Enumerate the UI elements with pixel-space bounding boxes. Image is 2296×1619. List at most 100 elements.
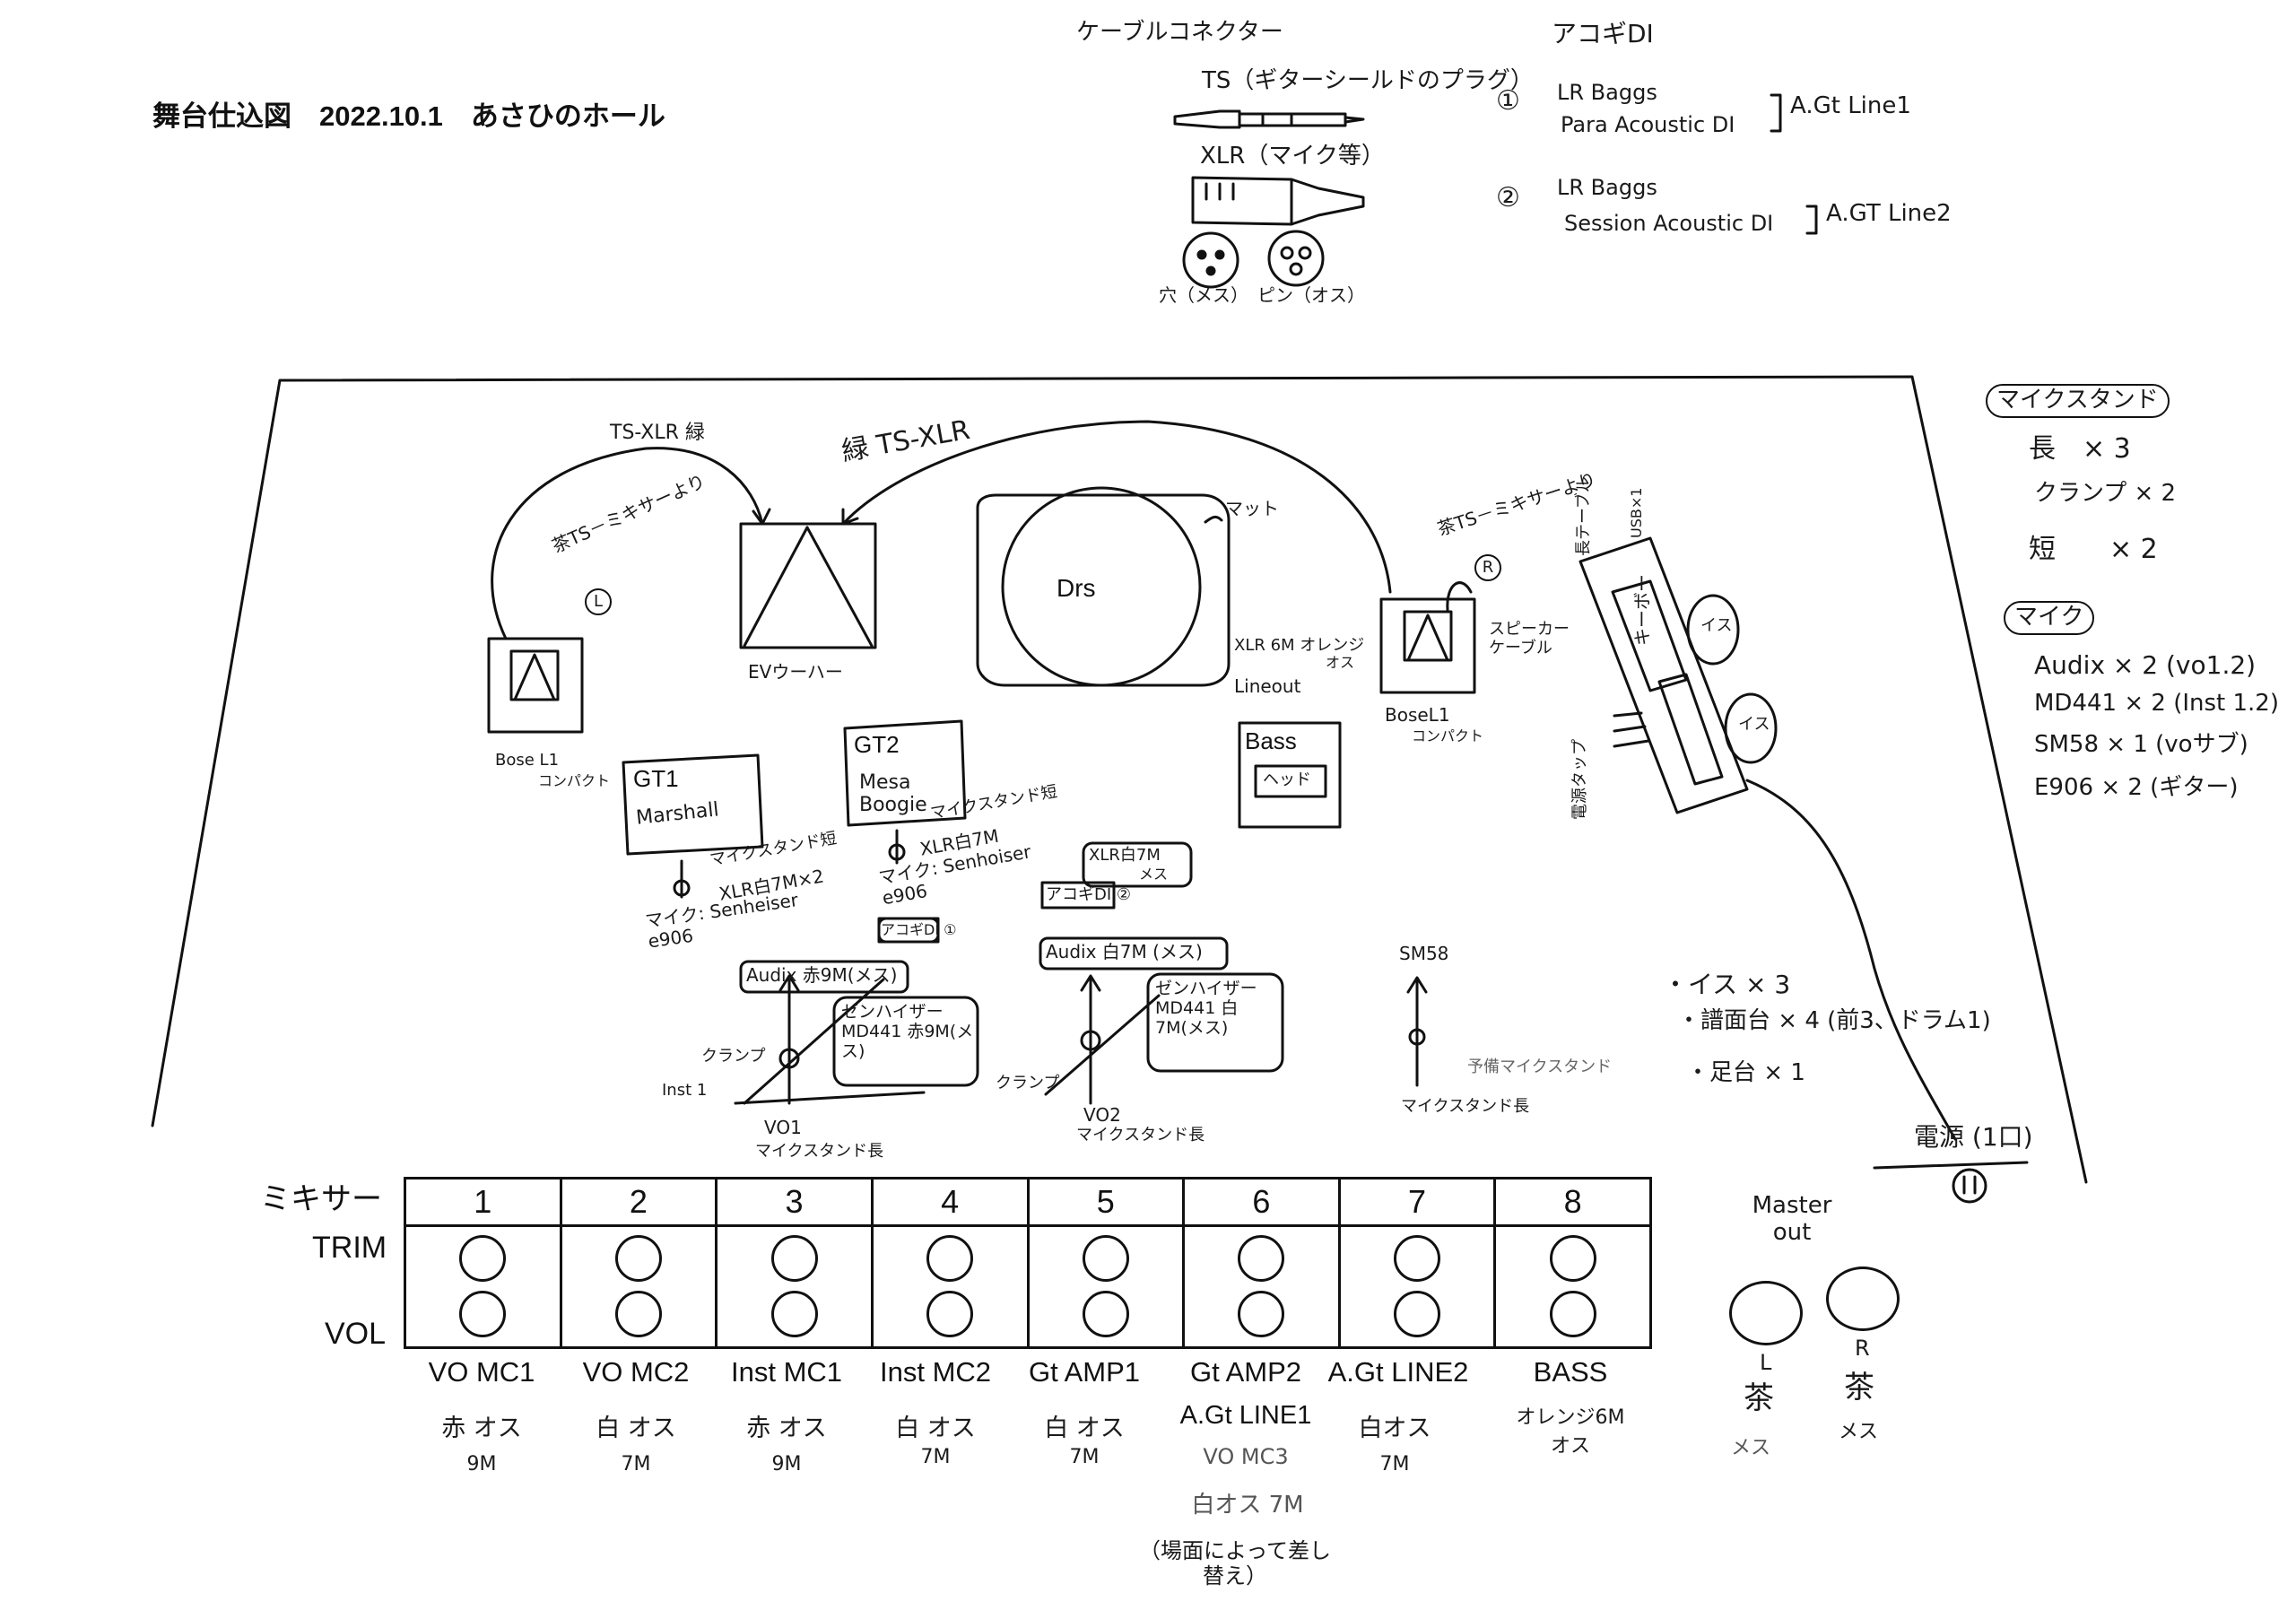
- xlr-white-7m-label: XLR白7M: [1089, 846, 1161, 865]
- master-out-l-sex: メス: [1731, 1437, 1771, 1459]
- bose-left-speaker: [487, 637, 584, 734]
- vol-knob[interactable]: [1394, 1291, 1441, 1337]
- trim-knob[interactable]: [1082, 1235, 1129, 1282]
- drums-label: Drs: [1057, 574, 1096, 602]
- mixer-vol-label: VOL: [325, 1317, 387, 1351]
- vol-knob[interactable]: [926, 1291, 974, 1337]
- sm58-stand-label: マイクスタンド長: [1401, 1097, 1530, 1116]
- trim-knob[interactable]: [770, 1235, 818, 1282]
- di2-model: Session Acoustic DI: [1564, 211, 1774, 236]
- bose-left-label: Bose L1: [495, 751, 560, 770]
- channel-name: VO MC2: [582, 1356, 690, 1388]
- bass-label: Bass: [1245, 727, 1297, 754]
- stand-clamp-count: クランプ × 2: [2034, 480, 2177, 507]
- power-label: 電源 (1口): [1914, 1122, 2033, 1152]
- channel-cable: 白 オス: [596, 1414, 676, 1442]
- mixer-label: ミキサー: [260, 1182, 382, 1216]
- ch6-extra-cable: 白オス 7M: [1191, 1492, 1304, 1519]
- master-out-r-color: 茶: [1844, 1370, 1874, 1406]
- spare-stand-label: 予備マイクスタンド: [1467, 1058, 1613, 1076]
- channel-name: BASS: [1533, 1356, 1608, 1388]
- mixer-channel-1: 1: [406, 1179, 562, 1346]
- ts-xlr-green-left: TS-XLR 緑: [610, 422, 705, 444]
- master-out-r-knob[interactable]: [1826, 1266, 1900, 1331]
- bose-right-sub: コンパクト: [1412, 727, 1484, 744]
- mixer-panel: 1 2 3 4 5 6 7 8: [404, 1177, 1652, 1349]
- master-out-label: Master out: [1752, 1192, 1832, 1246]
- drum-mat: [976, 493, 1231, 687]
- channel-name: Inst MC1: [730, 1356, 843, 1388]
- vol-knob[interactable]: [1549, 1291, 1596, 1337]
- footrest-count: ・足台 × 1: [1686, 1059, 1805, 1086]
- channel-length: VO MC3: [1203, 1444, 1289, 1469]
- channel-cable: オレンジ6M: [1516, 1406, 1625, 1429]
- di2-label: アコギDI ②: [1046, 885, 1132, 904]
- trim-knob[interactable]: [1394, 1235, 1441, 1282]
- audix-right-label: Audix 白7M (メス): [1046, 941, 1203, 962]
- di2-output: A.GT Line2: [1826, 200, 1952, 227]
- stand-long-count: 長 × 3: [2029, 433, 2131, 465]
- channel-number: 6: [1185, 1179, 1338, 1227]
- channel-length: 9M: [771, 1453, 802, 1475]
- vol-knob[interactable]: [614, 1291, 662, 1337]
- mic-md441-count: MD441 × 2 (Inst 1.2): [2034, 690, 2279, 717]
- mixer-channel-6: 6: [1185, 1179, 1341, 1346]
- acoustic-di-heading: アコギDI: [1552, 19, 1654, 48]
- trim-knob[interactable]: [614, 1235, 662, 1282]
- audix-left-label: Audix 赤9M(メス): [746, 964, 898, 986]
- trim-knob[interactable]: [926, 1235, 974, 1282]
- channel-cable: 白 オス: [895, 1414, 976, 1442]
- master-out-l-knob[interactable]: [1729, 1281, 1803, 1345]
- channel-name: VO MC1: [428, 1356, 535, 1388]
- inst1-label: Inst 1: [662, 1081, 708, 1100]
- channel-cable: A.Gt LINE1: [1179, 1401, 1312, 1430]
- channel-length: 7M: [1069, 1446, 1100, 1468]
- di2-number: ②: [1496, 182, 1520, 213]
- sm58-label: SM58: [1399, 943, 1449, 964]
- xlr-orange-sex: オス: [1326, 654, 1355, 671]
- xlr-white-7m-sex: メス: [1139, 866, 1169, 883]
- channel-number: 7: [1340, 1179, 1494, 1227]
- music-stands-count: ・譜面台 × 4 (前3、ドラム1): [1677, 1007, 1991, 1034]
- di2-brand: LR Baggs: [1557, 175, 1657, 200]
- channel-name: A.Gt LINE2: [1327, 1356, 1469, 1388]
- channel-number: 2: [561, 1179, 716, 1227]
- di1-model: Para Acoustic DI: [1561, 112, 1735, 137]
- power-outlet-icon: [1952, 1168, 1987, 1204]
- vol-knob[interactable]: [770, 1291, 818, 1337]
- mixer-channel-4: 4: [873, 1179, 1030, 1346]
- vol-knob[interactable]: [459, 1291, 507, 1337]
- xlr-plug-icon: [1191, 176, 1365, 226]
- usb-label: USB×1: [1628, 487, 1645, 538]
- bose-right-tag: R: [1474, 554, 1501, 581]
- master-out-l-color: 茶: [1744, 1380, 1774, 1416]
- lineout-label: Lineout: [1234, 675, 1301, 697]
- trim-knob[interactable]: [459, 1235, 507, 1282]
- channel-cable: 赤 オス: [441, 1414, 522, 1442]
- vol-knob[interactable]: [1082, 1291, 1129, 1337]
- bass-head: [1238, 721, 1342, 829]
- mixer-channel-8: 8: [1496, 1179, 1649, 1346]
- mat-label: マット: [1225, 498, 1279, 519]
- ch6-extra-note: （場面によって差し替え）: [1138, 1538, 1332, 1589]
- vo1-stand-label: マイクスタンド長: [755, 1142, 884, 1161]
- long-table-label: 長テーブル: [1574, 476, 1593, 556]
- channel-length: 7M: [621, 1453, 651, 1475]
- power-tap-label: 電源タップ: [1570, 739, 1589, 820]
- mic-audix-count: Audix × 2 (vo1.2): [2034, 650, 2257, 680]
- bose-left-sub: コンパクト: [538, 772, 611, 789]
- chair-a-label: イス: [1700, 616, 1733, 635]
- mic-e906-count: E906 × 2 (ギター): [2034, 774, 2239, 801]
- vol-knob[interactable]: [1238, 1291, 1285, 1337]
- trim-knob[interactable]: [1549, 1235, 1596, 1282]
- trim-knob[interactable]: [1238, 1235, 1285, 1282]
- channel-name: Gt AMP2: [1189, 1356, 1302, 1388]
- di1-number: ①: [1496, 85, 1520, 117]
- speaker-cable-label: スピーカーケーブル: [1489, 620, 1570, 657]
- channel-number: 3: [718, 1179, 871, 1227]
- xlr-male-face-icon: [1267, 230, 1325, 287]
- channel-cable: 白 オス: [1044, 1414, 1125, 1442]
- channel-number: 1: [406, 1179, 560, 1227]
- mixer-channel-2: 2: [561, 1179, 718, 1346]
- channel-number: 5: [1029, 1179, 1183, 1227]
